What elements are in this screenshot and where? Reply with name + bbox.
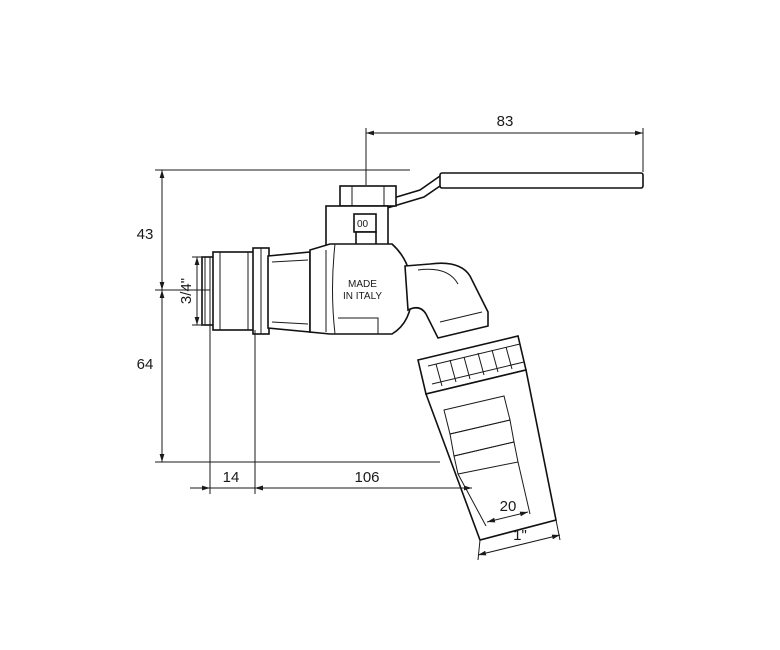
- stem-nut: 00: [325, 185, 397, 249]
- dim-hose-tail: 20: [457, 461, 531, 527]
- dimension-lines: 83 43 64 3/4" 14 106: [137, 113, 644, 561]
- elbow-spout: [404, 262, 489, 339]
- valve-body: MADE IN ITALY: [309, 243, 413, 335]
- valve-drawing: 00 MADE IN ITALY: [201, 172, 644, 541]
- dim-20-label: 20: [500, 498, 517, 515]
- nut-mark: 00: [357, 219, 369, 230]
- dim-43-label: 43: [137, 226, 154, 243]
- hose-tail: [424, 369, 557, 541]
- dim-inlet-thread: 3/4": [178, 256, 205, 326]
- dim-64-label: 64: [137, 356, 154, 373]
- dim-83-label: 83: [497, 113, 514, 130]
- stamp-in-italy: IN ITALY: [343, 291, 382, 302]
- dim-1-inch-label: 1": [513, 527, 527, 544]
- dim-106-label: 106: [354, 469, 379, 486]
- stamp-made: MADE: [348, 279, 377, 290]
- pipe-section: [267, 251, 311, 333]
- lever-handle: [359, 172, 644, 213]
- dim-heights: 43 64: [137, 169, 440, 463]
- dim-handle-length: 83: [365, 113, 644, 185]
- dim-lengths: 14 106: [190, 325, 472, 494]
- dim-3-4-label: 3/4": [178, 278, 195, 304]
- dim-outlet: 1": [477, 519, 561, 561]
- dim-14-label: 14: [223, 469, 240, 486]
- inlet-thread: [201, 247, 270, 335]
